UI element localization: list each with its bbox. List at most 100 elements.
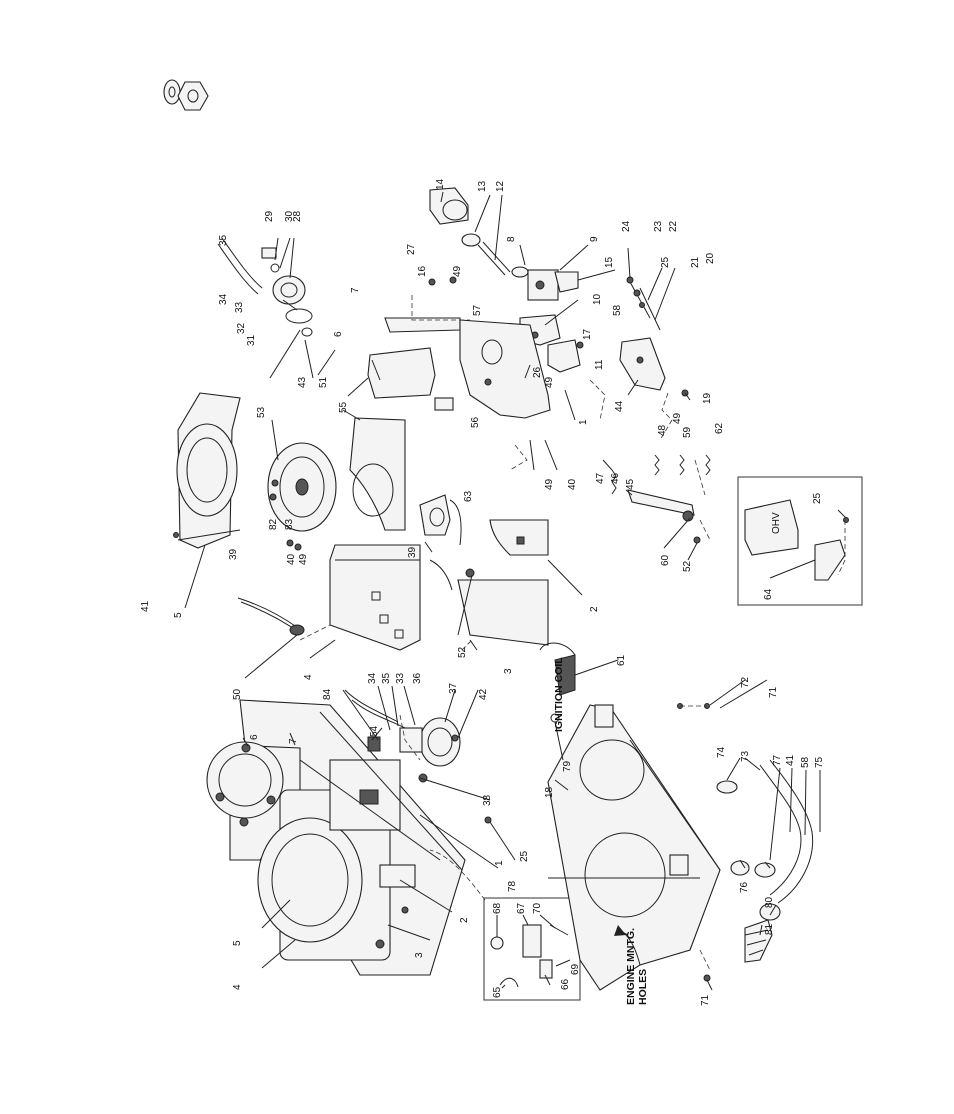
fuel-line [237, 559, 453, 636]
leader-lines [184, 191, 847, 991]
label-49e: 49 [672, 412, 683, 424]
label-65: 65 [492, 986, 503, 998]
label-2a: 2 [589, 606, 600, 612]
label-69: 69 [570, 963, 581, 975]
label-34b: 34 [367, 672, 378, 684]
label-41a: 41 [140, 600, 151, 612]
label-24: 24 [621, 220, 632, 232]
label-67: 67 [516, 902, 527, 914]
label-51: 51 [318, 376, 329, 388]
label-44: 44 [614, 400, 625, 412]
engine-shroud [459, 319, 551, 419]
spark-arrestor [419, 494, 462, 546]
label-25a: 25 [660, 256, 671, 268]
label-32: 32 [236, 322, 247, 334]
label-49a: 49 [452, 265, 463, 277]
label-72: 72 [740, 676, 751, 688]
label-33a: 33 [234, 301, 245, 313]
label-14: 14 [435, 178, 446, 190]
label-8: 8 [506, 236, 517, 242]
blower-housing [176, 392, 241, 549]
label-13: 13 [477, 180, 488, 192]
label-10: 10 [592, 293, 603, 305]
label-34a: 34 [218, 293, 229, 305]
fuel-pump-cluster [344, 689, 461, 783]
label-17: 17 [582, 328, 593, 340]
label-26: 26 [532, 366, 543, 378]
nut-washer-icon [163, 79, 209, 111]
label-66: 66 [560, 978, 571, 990]
label-41b: 41 [785, 754, 796, 766]
oil-filter-assembly [217, 237, 313, 337]
label-40b: 40 [567, 478, 578, 490]
label-20: 20 [705, 252, 716, 264]
label-27: 27 [406, 243, 417, 255]
label-56: 56 [470, 416, 481, 428]
label-6b: 6 [249, 734, 260, 740]
label-58b: 58 [800, 756, 811, 768]
label-7b: 7 [288, 738, 299, 744]
label-84: 84 [322, 688, 333, 700]
label-15: 15 [604, 256, 615, 268]
label-47: 47 [595, 472, 606, 484]
label-11: 11 [594, 359, 605, 370]
label-30: 30 [284, 210, 295, 222]
label-73: 73 [740, 750, 751, 762]
label-42: 42 [478, 688, 489, 700]
arrow-icon [614, 925, 641, 966]
label-55: 55 [338, 401, 349, 413]
label-5b: 5 [232, 940, 243, 946]
label-5a: 5 [173, 612, 184, 618]
baffles [457, 519, 549, 646]
label-68: 68 [492, 902, 503, 914]
ignition-coil [539, 642, 576, 723]
label-18: 18 [544, 786, 555, 798]
label-48: 48 [657, 424, 668, 436]
air-cleaner-assembly [429, 187, 579, 301]
label-50: 50 [232, 688, 243, 700]
hardware-screws [173, 276, 849, 982]
label-38: 38 [482, 794, 493, 806]
label-57: 57 [472, 304, 483, 316]
mounting-base-plate [547, 704, 721, 991]
caption-ignition-coil: IGNITION COIL [553, 657, 565, 732]
label-49c: 49 [298, 553, 309, 565]
cylinder-cover [329, 544, 421, 651]
label-29: 29 [264, 210, 275, 222]
label-49d: 49 [544, 478, 555, 490]
label-76: 76 [739, 881, 750, 893]
caption-ohv: OHV [771, 512, 782, 534]
assembly-guide-lines [299, 295, 846, 971]
label-19: 19 [702, 392, 713, 404]
label-39a: 39 [228, 548, 239, 560]
label-64: 64 [763, 588, 774, 600]
governor-springs [611, 454, 711, 544]
label-6a: 6 [333, 331, 344, 337]
label-77: 77 [772, 754, 783, 766]
label-71a: 71 [768, 686, 779, 698]
label-43: 43 [297, 376, 308, 388]
label-60: 60 [660, 554, 671, 566]
label-63: 63 [463, 490, 474, 502]
label-46: 46 [610, 472, 621, 484]
throttle-linkage [619, 276, 689, 397]
label-33b: 33 [395, 672, 406, 684]
label-16: 16 [417, 265, 428, 277]
label-52a: 52 [457, 646, 468, 658]
label-54: 54 [369, 725, 380, 737]
label-82: 82 [268, 518, 279, 530]
cylinder-shroud [349, 417, 406, 531]
label-80: 80 [764, 896, 775, 908]
label-74: 74 [716, 746, 727, 758]
label-4a: 4 [303, 674, 314, 680]
label-28: 28 [292, 210, 303, 222]
label-39b: 39 [407, 546, 418, 558]
label-9: 9 [589, 236, 600, 242]
label-61: 61 [616, 654, 627, 666]
label-3b: 3 [414, 952, 425, 958]
label-31: 31 [246, 334, 257, 346]
label-25c: 25 [519, 850, 530, 862]
label-71b: 71 [700, 994, 711, 1006]
label-53: 53 [256, 406, 267, 418]
label-58a: 58 [612, 304, 623, 316]
